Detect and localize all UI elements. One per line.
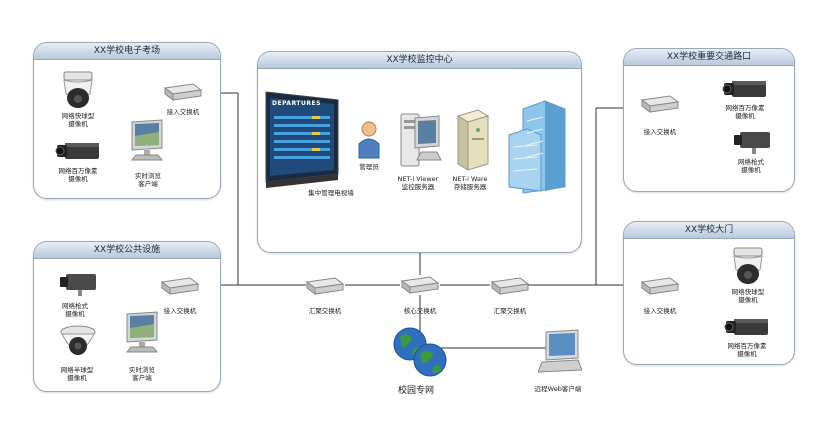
speed-dome-camera-icon bbox=[63, 71, 93, 108]
gate-switch-label: 接入交换机 bbox=[643, 307, 677, 315]
switch-icon bbox=[160, 277, 200, 295]
bullet-camera-icon bbox=[60, 274, 96, 296]
box-camera-icon bbox=[55, 143, 99, 159]
bullet-camera-icon bbox=[734, 132, 770, 154]
video-wall-icon bbox=[265, 91, 339, 188]
traffic-switch-label: 接入交换机 bbox=[643, 128, 677, 136]
traffic-box-label: 网络枪式 摄像机 bbox=[738, 158, 764, 174]
speed-dome-camera-icon bbox=[733, 247, 763, 284]
building-icon bbox=[508, 100, 566, 194]
panel-public-title: XX学校公共设施 bbox=[34, 242, 220, 259]
panel-exam: XX学校电子考场 bbox=[33, 42, 221, 199]
laptop-icon bbox=[538, 329, 582, 373]
panel-traffic: XX学校重要交通路口 bbox=[623, 48, 795, 192]
exam-switch-label: 接入交换机 bbox=[166, 108, 200, 116]
agg-switch-right-label: 汇聚交换机 bbox=[493, 307, 527, 315]
client-monitor-icon bbox=[130, 119, 164, 161]
public-box-label: 网络枪式 摄像机 bbox=[62, 302, 88, 318]
public-client-label: 实时浏览 客户端 bbox=[129, 366, 155, 382]
panel-gate-title: XX学校大门 bbox=[624, 222, 794, 239]
gate-speed-dome-label: 网络快球型 摄像机 bbox=[731, 288, 765, 304]
switch-icon bbox=[640, 95, 680, 113]
public-switch-label: 接入交换机 bbox=[163, 307, 197, 315]
switch-icon bbox=[400, 276, 440, 294]
traffic-megapixel-label: 网络百万像素 摄像机 bbox=[725, 104, 765, 120]
exam-client-label: 实时浏览 客户端 bbox=[135, 172, 161, 188]
panel-monitor-title: XX学校监控中心 bbox=[258, 52, 581, 69]
exam-speed-dome-label: 网络快球型 摄像机 bbox=[61, 112, 95, 128]
public-dome-label: 网络半球型 摄像机 bbox=[60, 366, 94, 382]
panel-traffic-title: XX学校重要交通路口 bbox=[624, 49, 794, 66]
admin-person-icon bbox=[358, 121, 380, 159]
gate-megapixel-label: 网络百万像素 摄像机 bbox=[727, 342, 767, 358]
web-client-label: 远程Web客户端 bbox=[534, 385, 582, 393]
switch-icon bbox=[490, 277, 530, 295]
switch-icon bbox=[305, 277, 345, 295]
panel-exam-title: XX学校电子考场 bbox=[34, 43, 220, 60]
campus-net-label: 校园专网 bbox=[398, 386, 435, 396]
switch-icon bbox=[163, 83, 203, 101]
dome-camera-icon bbox=[60, 325, 96, 355]
agg-switch-left-label: 汇聚交换机 bbox=[308, 307, 342, 315]
storage-server-icon bbox=[456, 109, 490, 171]
switch-icon bbox=[640, 277, 680, 295]
storage-server-label: NET-i Ware 存储服务器 bbox=[452, 175, 488, 191]
video-wall-title-text: DEPARTURES bbox=[272, 100, 321, 107]
exam-megapixel-label: 网络百万像素 摄像机 bbox=[58, 167, 98, 183]
box-camera-icon bbox=[724, 319, 768, 335]
viewer-server-label: NET-i Viewer 监控服务器 bbox=[397, 175, 439, 191]
video-wall-label: 集中管理电视墙 bbox=[308, 189, 354, 197]
box-camera-icon bbox=[722, 81, 766, 97]
viewer-server-icon bbox=[400, 113, 442, 167]
client-monitor-icon bbox=[125, 311, 159, 353]
core-switch-label: 核心交换机 bbox=[403, 307, 437, 315]
admin-label: 管理员 bbox=[359, 163, 379, 171]
globe-icon bbox=[393, 327, 447, 377]
